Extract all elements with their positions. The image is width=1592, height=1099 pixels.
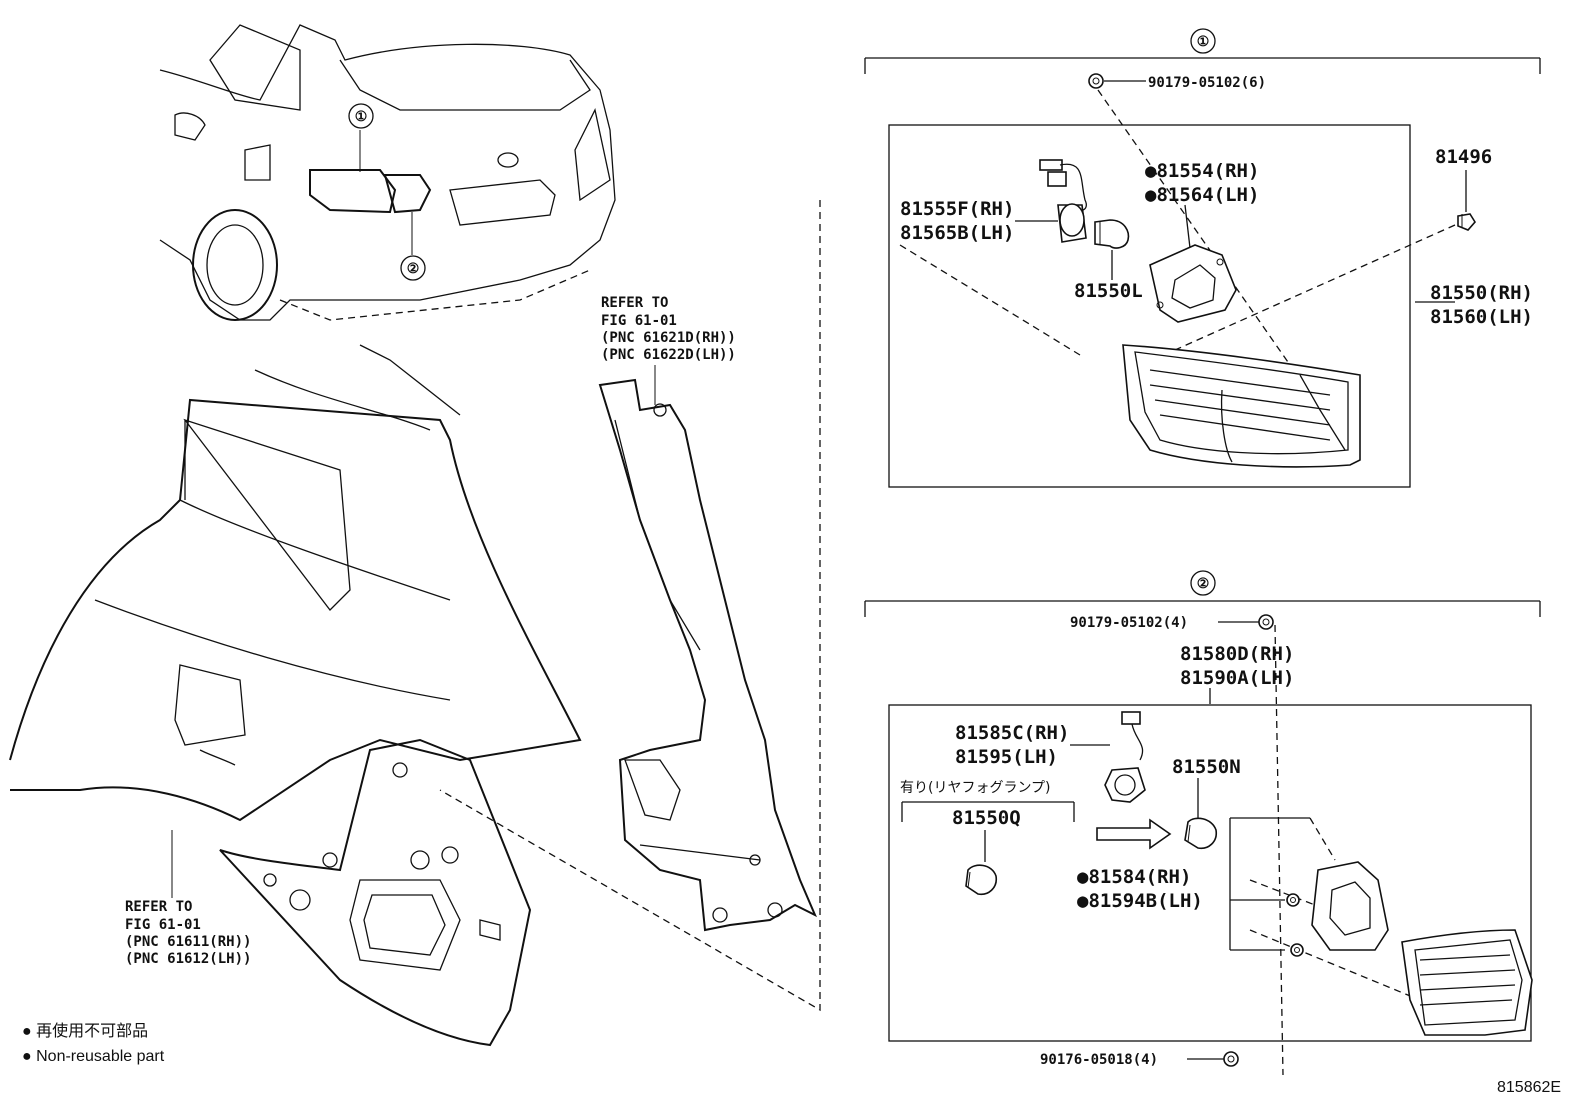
- g2-lamp-lh-label: 81590A(LH): [1180, 667, 1294, 689]
- g1-bulb-label: 81550L: [1074, 280, 1143, 302]
- bulb-socket-icon: [1104, 711, 1146, 803]
- screw-icon: [1258, 614, 1274, 630]
- g2-gasket-rh-label: ●81584(RH): [1077, 866, 1191, 888]
- callout-two-marker: [400, 255, 426, 281]
- refer-side-line4: (PNC 61612(LH)): [125, 951, 251, 967]
- legend-en: ● Non-reusable part: [22, 1048, 165, 1065]
- gasket-icon: [1149, 244, 1237, 323]
- group1-header-bracket: [864, 57, 1541, 74]
- g2-lamp-rh-label: 81580D(RH): [1180, 643, 1294, 665]
- callout-one-label: ①: [355, 109, 368, 125]
- g1-lamp-lh-label: 81560(LH): [1430, 306, 1533, 328]
- g2-bulb-label: 81550N: [1172, 756, 1241, 778]
- group1-callout-label: ①: [1197, 34, 1210, 50]
- g2-socket-lh-label: 81595(LH): [955, 746, 1058, 768]
- tail-lamp-icon: [1122, 344, 1361, 468]
- g1-socket-rh-label: 81555F(RH): [900, 198, 1014, 220]
- nut-icon: [1223, 1051, 1239, 1067]
- g1-gasket-rh-label: ●81554(RH): [1145, 160, 1259, 182]
- group1-callout-marker: [1190, 28, 1216, 54]
- bulb-socket-icon: [1039, 159, 1087, 243]
- bulb-icon: [1184, 817, 1218, 850]
- g1-clip-label: 81496: [1435, 146, 1492, 168]
- fog-bulb-icon: [965, 864, 998, 896]
- gasket-leader-bracket: [1229, 817, 1310, 951]
- g1-socket-lh-label: 81565B(LH): [900, 222, 1014, 244]
- g2-socket-rh-label: 81585C(RH): [955, 722, 1069, 744]
- group2-header-bracket: [864, 600, 1541, 617]
- g2-fog-bulb-label: 81550Q: [952, 807, 1021, 829]
- group2-callout-label: ②: [1197, 576, 1210, 592]
- nut-icon: [1286, 893, 1300, 907]
- g1-screw-label: 90179-05102(6): [1148, 75, 1266, 91]
- group2-box: [888, 704, 1532, 1042]
- callout-one-marker: [348, 103, 374, 129]
- g2-nut-label: 90176-05018(4): [1040, 1052, 1158, 1068]
- nut-icon: [1290, 943, 1304, 957]
- refer-rear-line2: FIG 61-01: [601, 313, 677, 329]
- vehicle-rear-illustration: [159, 24, 616, 321]
- g2-fog-note: 有り(リヤフォグランプ): [900, 780, 1051, 796]
- refer-rear-line4: (PNC 61622D(LH)): [601, 347, 736, 363]
- g1-lamp-rh-label: 81550(RH): [1430, 282, 1533, 304]
- refer-rear-line1: REFER TO: [601, 295, 668, 311]
- bulb-icon: [1094, 219, 1130, 249]
- g1-gasket-lh-label: ●81564(LH): [1145, 184, 1259, 206]
- callout-two-label: ②: [407, 261, 420, 277]
- gasket-icon: [1311, 861, 1389, 951]
- refer-side-line3: (PNC 61611(RH)): [125, 934, 251, 950]
- back-lamp-icon: [1401, 929, 1533, 1036]
- legend-jp: ● 再使用不可部品: [22, 1022, 148, 1040]
- leader-line-group1: [439, 200, 821, 1012]
- screw-icon: [1088, 73, 1104, 89]
- g2-gasket-lh-label: ●81594B(LH): [1077, 890, 1203, 912]
- rear-pillar-illustration: [598, 365, 817, 932]
- figure-code: 815862E: [1497, 1079, 1561, 1096]
- group1-box: [888, 124, 1411, 488]
- quarter-panel-illustration: [9, 344, 582, 1047]
- arrow-right-icon: [1096, 818, 1172, 850]
- clip-icon: [1457, 213, 1476, 231]
- fog-note-bracket: [901, 801, 1075, 822]
- refer-side-line2: FIG 61-01: [125, 917, 201, 933]
- refer-rear-line3: (PNC 61621D(RH)): [601, 330, 736, 346]
- group2-callout-marker: [1190, 570, 1216, 596]
- g2-screw-label: 90179-05102(4): [1070, 615, 1188, 631]
- refer-side-line1: REFER TO: [125, 899, 192, 915]
